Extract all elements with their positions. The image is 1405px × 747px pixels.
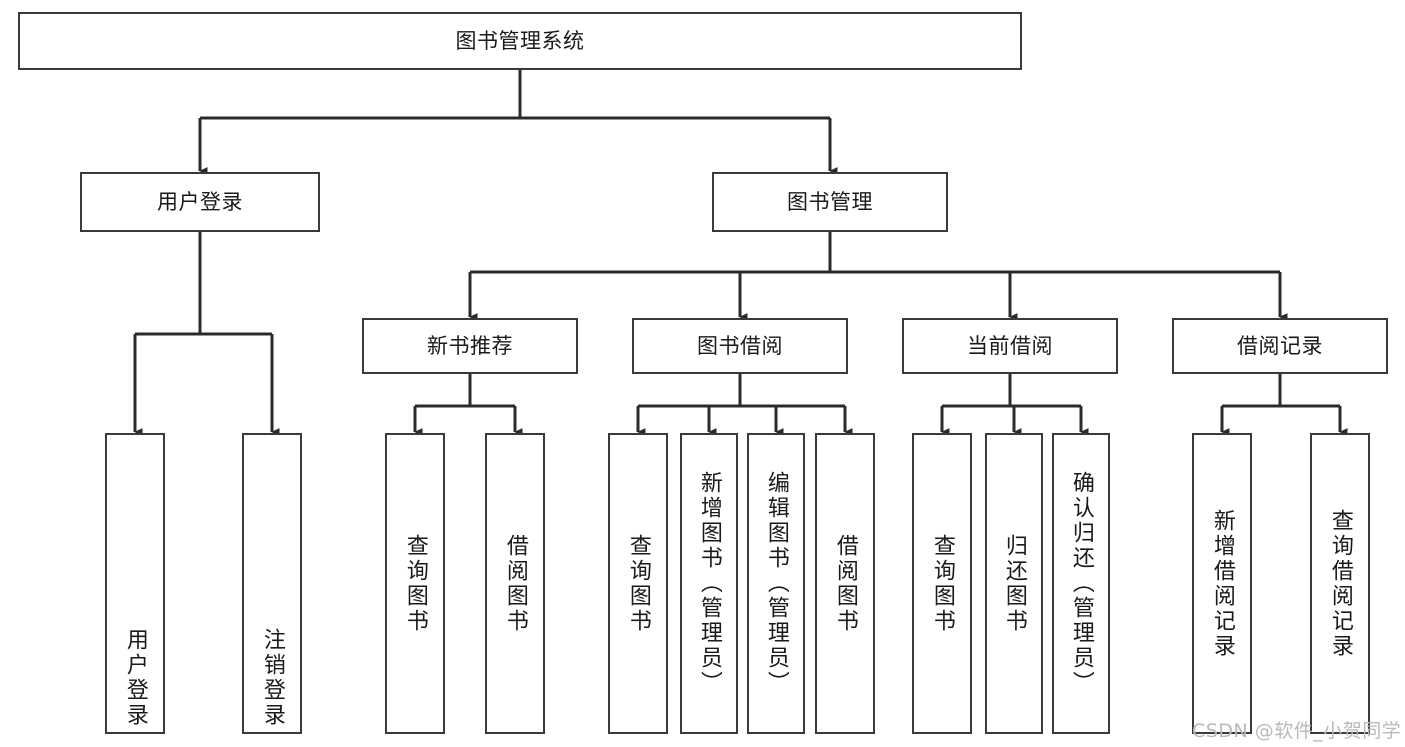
node-label-book-management: 图书管理 [787,189,873,214]
node-label-leaf-query-book-1: 查询图书 [402,533,428,634]
node-leaf-logout[interactable]: 注销登录 [242,433,302,734]
node-leaf-query-book-2[interactable]: 查询图书 [608,433,668,734]
node-label-leaf-add-record: 新增借阅记录 [1209,508,1235,659]
node-label-book-borrow: 图书借阅 [697,333,783,358]
node-leaf-user-login[interactable]: 用户登录 [105,433,165,734]
node-leaf-edit-book[interactable]: 编辑图书（管理员） [747,433,805,734]
node-leaf-add-book[interactable]: 新增图书（管理员） [680,433,738,734]
node-borrow-record[interactable]: 借阅记录 [1172,318,1388,374]
node-label-leaf-logout: 注销登录 [259,628,285,728]
node-leaf-query-book-1[interactable]: 查询图书 [385,433,445,734]
node-label-leaf-query-book-3: 查询图书 [929,533,955,634]
node-label-new-book-recommend: 新书推荐 [427,333,513,358]
node-label-leaf-confirm-return: 确认归还（管理员） [1068,471,1094,696]
node-root[interactable]: 图书管理系统 [18,12,1022,70]
node-label-leaf-query-book-2: 查询图书 [625,533,651,634]
node-label-root: 图书管理系统 [455,28,585,53]
node-label-leaf-edit-book: 编辑图书（管理员） [763,471,789,696]
node-book-management[interactable]: 图书管理 [712,172,948,232]
node-leaf-return-book[interactable]: 归还图书 [985,433,1043,734]
node-label-leaf-borrow-book-2: 借阅图书 [832,533,858,634]
node-book-borrow[interactable]: 图书借阅 [632,318,848,374]
node-leaf-confirm-return[interactable]: 确认归还（管理员） [1052,433,1110,734]
node-new-book-recommend[interactable]: 新书推荐 [362,318,578,374]
node-user-login[interactable]: 用户登录 [80,172,320,232]
node-current-borrow[interactable]: 当前借阅 [902,318,1118,374]
csdn-watermark: CSDN @软件_小贺同学 [1192,720,1402,742]
node-leaf-borrow-book-1[interactable]: 借阅图书 [485,433,545,734]
node-label-borrow-record: 借阅记录 [1237,333,1323,358]
node-label-leaf-query-record: 查询借阅记录 [1327,508,1353,659]
node-label-user-login: 用户登录 [157,189,243,214]
node-leaf-query-record[interactable]: 查询借阅记录 [1310,433,1370,734]
node-label-leaf-user-login: 用户登录 [122,628,148,728]
node-label-leaf-borrow-book-1: 借阅图书 [502,533,528,634]
node-leaf-query-book-3[interactable]: 查询图书 [912,433,972,734]
node-label-leaf-return-book: 归还图书 [1001,533,1027,634]
node-leaf-borrow-book-2[interactable]: 借阅图书 [815,433,875,734]
node-leaf-add-record[interactable]: 新增借阅记录 [1192,433,1252,734]
node-label-current-borrow: 当前借阅 [967,333,1053,358]
connector-lines [133,70,1348,436]
node-label-leaf-add-book: 新增图书（管理员） [696,471,722,696]
